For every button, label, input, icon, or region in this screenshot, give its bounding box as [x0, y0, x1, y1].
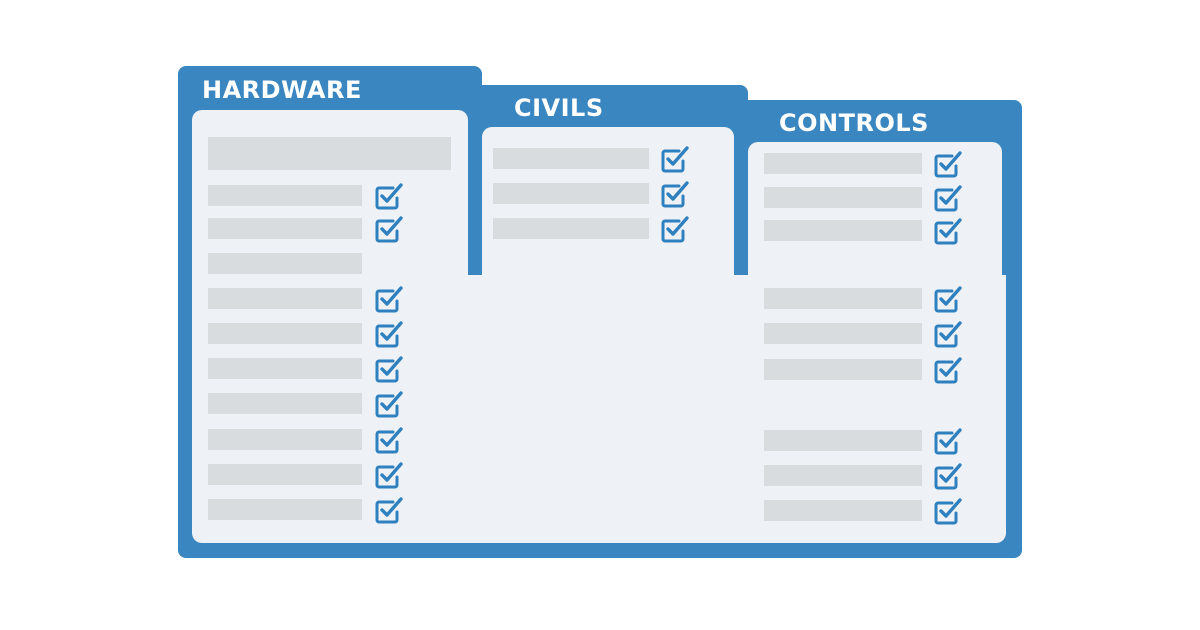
checklist-row-bar: [208, 393, 362, 414]
checklist-row-bar: [208, 253, 362, 274]
checkbox-checked-icon[interactable]: [374, 389, 404, 419]
checklist-row-bar: [208, 358, 362, 379]
checklist-row-bar: [764, 323, 922, 344]
checklist-row-bar: [208, 499, 362, 520]
checkbox-checked-icon[interactable]: [374, 319, 404, 349]
checklist-row-bar: [764, 465, 922, 486]
checklist-row-bar: [764, 187, 922, 208]
checklist-row-bar: [764, 359, 922, 380]
checklist-row-bar: [208, 323, 362, 344]
checkbox-checked-icon[interactable]: [933, 319, 963, 349]
checklist-row-bar: [208, 429, 362, 450]
checklist-row-bar: [764, 153, 922, 174]
checkbox-checked-icon[interactable]: [374, 495, 404, 525]
hardware-title: HARDWARE: [202, 76, 362, 104]
checklist-row-bar: [208, 288, 362, 309]
hardware-header-bar: [208, 137, 451, 170]
checklist-row-bar: [493, 183, 649, 204]
checklist-row-bar: [208, 185, 362, 206]
checklist-row-bar: [208, 218, 362, 239]
checkbox-checked-icon[interactable]: [933, 216, 963, 246]
checkbox-checked-icon[interactable]: [933, 355, 963, 385]
checkbox-checked-icon[interactable]: [660, 214, 690, 244]
checklist-row-bar: [764, 430, 922, 451]
checkbox-checked-icon[interactable]: [933, 149, 963, 179]
checkbox-checked-icon[interactable]: [660, 144, 690, 174]
checklist-row-bar: [493, 148, 649, 169]
checklist-row-bar: [764, 500, 922, 521]
checklist-row-bar: [764, 220, 922, 241]
checklist-row-bar: [493, 218, 649, 239]
checklist-row-bar: [208, 464, 362, 485]
checkbox-checked-icon[interactable]: [933, 284, 963, 314]
civils-title: CIVILS: [514, 94, 604, 122]
checkbox-checked-icon[interactable]: [933, 426, 963, 456]
checkbox-checked-icon[interactable]: [374, 181, 404, 211]
checkbox-checked-icon[interactable]: [933, 183, 963, 213]
checkbox-checked-icon[interactable]: [374, 425, 404, 455]
checkbox-checked-icon[interactable]: [660, 179, 690, 209]
checkbox-checked-icon[interactable]: [374, 284, 404, 314]
checkbox-checked-icon[interactable]: [374, 460, 404, 490]
checkbox-checked-icon[interactable]: [374, 214, 404, 244]
checkbox-checked-icon[interactable]: [933, 461, 963, 491]
checklist-row-bar: [764, 288, 922, 309]
controls-title: CONTROLS: [779, 109, 929, 137]
checkbox-checked-icon[interactable]: [374, 354, 404, 384]
checkbox-checked-icon[interactable]: [933, 496, 963, 526]
